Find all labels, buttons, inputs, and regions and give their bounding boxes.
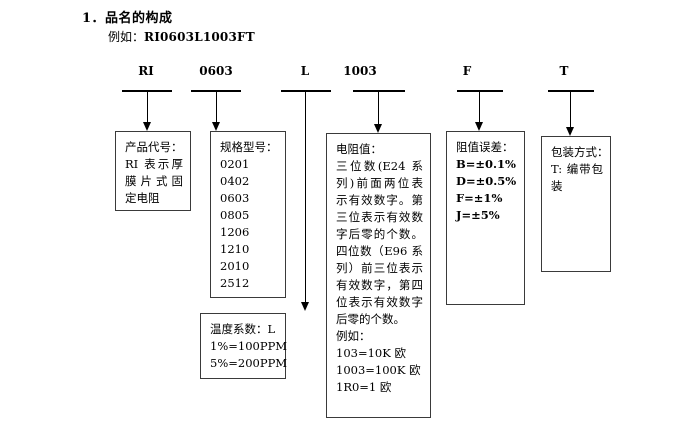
connector-stem-packaging <box>570 91 571 129</box>
box-size-item-2010: 2010 <box>220 259 250 273</box>
box-resistance-value: 电阻值： 三位数(E24 系 列)前面两位表 示有效数字。第 三位表示有效数 字… <box>326 133 431 418</box>
box-tolerance-content: 阻值误差： B=±0.1% D=±0.5% F=±1% J=±5% <box>447 132 524 228</box>
box-resistance-line-1: 三位数(E24 系 <box>336 159 423 173</box>
arrowhead-product <box>143 122 151 131</box>
box-product-heading: 产品代号： <box>125 140 183 154</box>
box-size-heading: 规格型号： <box>220 140 278 154</box>
box-tolerance: 阻值误差： B=±0.1% D=±0.5% F=±1% J=±5% <box>446 131 525 305</box>
box-tolerance-heading: 阻值误差： <box>456 140 514 154</box>
box-resistance-line-10: 后零的个数。 <box>336 312 405 326</box>
box-tolerance-line-f: F=±1% <box>456 191 503 205</box>
box-size-model: 规格型号： 0201 0402 0603 0805 1206 1210 2010… <box>210 131 286 298</box>
box-product-line-1: RI 表示厚 <box>125 157 183 171</box>
box-resistance-line-5: 字后零的个数。 <box>336 227 423 241</box>
example-line: 例如：RI0603L1003FT <box>108 28 255 45</box>
box-product-code: 产品代号： RI 表示厚 膜片式固 定电阻 <box>115 131 191 211</box>
arrowhead-packaging <box>566 127 574 136</box>
connector-stem-product <box>147 91 148 124</box>
connector-stem-resistance <box>378 91 379 126</box>
box-size-item-0402: 0402 <box>220 174 250 188</box>
box-packaging-content: 包装方式： T: 编带包 装 <box>542 137 610 199</box>
box-resistance-line-6: 四位数（E96 系 <box>336 244 423 258</box>
box-resistance-example-2: 1003=100K 欧 <box>336 363 421 377</box>
page-title: 1．品名的构成 <box>82 11 173 26</box>
box-size-item-2512: 2512 <box>220 276 250 290</box>
box-resistance-line-8: 有效数字，第四 <box>336 278 423 292</box>
box-packaging: 包装方式： T: 编带包 装 <box>541 136 611 272</box>
arrowhead-resistance <box>374 124 382 133</box>
box-size-item-0201: 0201 <box>220 157 250 171</box>
box-resistance-line-2: 列)前面两位表 <box>336 176 423 190</box>
connector-bar-temperature <box>281 90 331 92</box>
connector-bar-resistance <box>353 90 405 92</box>
connector-stem-size <box>216 91 217 124</box>
arrowhead-temperature <box>301 302 309 311</box>
box-product-line-3: 定电阻 <box>125 191 160 205</box>
box-product-code-content: 产品代号： RI 表示厚 膜片式固 定电阻 <box>116 132 190 211</box>
connector-bar-tolerance <box>457 90 503 92</box>
box-size-item-1206: 1206 <box>220 225 250 239</box>
example-label: 例如： <box>108 30 145 44</box>
box-temperature-line-1: 1%=100PPM <box>210 339 288 353</box>
box-resistance-example-label: 例如： <box>336 329 371 343</box>
box-temperature-heading: 温度系数：L <box>210 322 276 336</box>
box-resistance-heading: 电阻值： <box>336 142 382 156</box>
box-resistance-example-1: 103=10K 欧 <box>336 346 406 360</box>
box-size-item-0603: 0603 <box>220 191 250 205</box>
box-resistance-line-9: 位表示有效数字 <box>336 295 423 309</box>
box-product-line-2: 膜片式固 <box>125 174 183 188</box>
box-temperature-content: 温度系数：L 1%=100PPM 5%=200PPM <box>201 314 288 376</box>
connector-bar-packaging <box>548 90 594 92</box>
box-resistance-example-3: 1R0=1 欧 <box>336 380 392 394</box>
label-packaging-code: T <box>559 64 569 78</box>
box-packaging-heading: 包装方式： <box>551 145 609 159</box>
label-resistance-code: 1003 <box>343 64 377 78</box>
label-size-code: 0603 <box>199 64 233 78</box>
arrowhead-tolerance <box>475 122 483 131</box>
box-temperature-coefficient: 温度系数：L 1%=100PPM 5%=200PPM <box>200 313 288 379</box>
box-resistance-line-7: 列）前三位表示 <box>336 261 423 275</box>
box-resistance-line-4: 三位表示有效数 <box>336 210 423 224</box>
box-tolerance-line-d: D=±0.5% <box>456 174 517 188</box>
arrowhead-size <box>212 122 220 131</box>
box-packaging-line-2: 装 <box>551 179 563 193</box>
label-product-code: RI <box>138 64 154 78</box>
connector-stem-temperature <box>305 91 306 304</box>
label-tolerance-code: F <box>462 64 472 78</box>
box-resistance-content: 电阻值： 三位数(E24 系 列)前面两位表 示有效数字。第 三位表示有效数 字… <box>327 134 430 400</box>
box-resistance-line-3: 示有效数字。第 <box>336 193 423 207</box>
box-temperature-line-2: 5%=200PPM <box>210 356 288 370</box>
box-tolerance-line-b: B=±0.1% <box>456 157 516 171</box>
box-size-content: 规格型号： 0201 0402 0603 0805 1206 1210 2010… <box>211 132 285 296</box>
example-part-number: RI0603L1003FT <box>144 30 255 44</box>
box-packaging-line-1: T: 编带包 <box>551 162 603 176</box>
label-temperature-code: L <box>300 64 310 78</box>
connector-stem-tolerance <box>479 91 480 124</box>
box-size-item-1210: 1210 <box>220 242 250 256</box>
box-size-item-0805: 0805 <box>220 208 250 222</box>
box-tolerance-line-j: J=±5% <box>456 208 500 222</box>
